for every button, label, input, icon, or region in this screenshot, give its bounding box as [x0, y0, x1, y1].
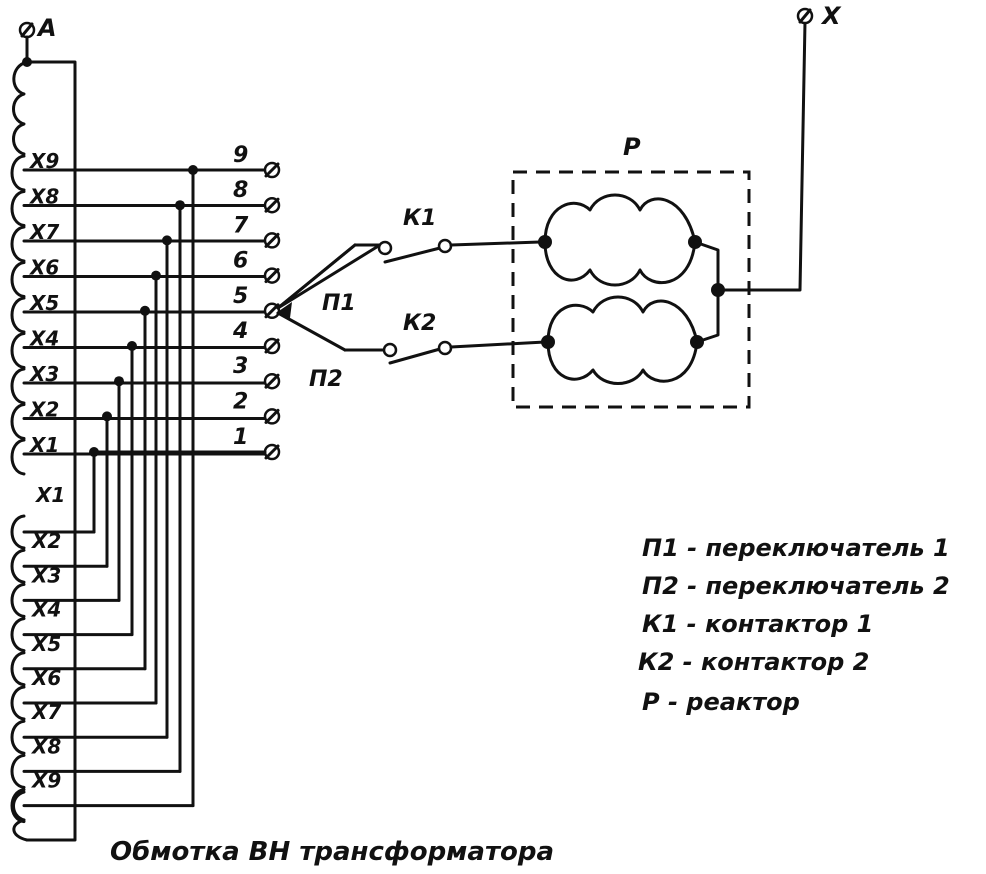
- legend: П1 - переключатель 1 П2 - переключатель …: [638, 534, 950, 716]
- lower-tap-label: X3: [30, 563, 61, 587]
- legend-item-r: Р - реактор: [642, 688, 800, 716]
- upper-tap-label: X3: [28, 362, 59, 386]
- p2-label: П2: [309, 367, 343, 392]
- lower-tap-label: X5: [30, 632, 61, 656]
- upper-tap-label: X2: [28, 398, 59, 422]
- lower-tap-label: X2: [30, 529, 61, 553]
- upper-tap-label: X6: [28, 256, 59, 280]
- contact-number: 7: [233, 213, 249, 238]
- contactors: К1 К2: [353, 206, 547, 365]
- k2-label: К2: [403, 311, 436, 336]
- lower-tap-label: X6: [30, 666, 61, 690]
- legend-item-k1: К1 - контактор 1: [642, 610, 873, 638]
- diagram-caption: Обмотка ВН трансформатора: [110, 837, 554, 867]
- legend-item-p2: П2 - переключатель 2: [642, 572, 950, 600]
- upper-tap-label: X1: [28, 433, 59, 457]
- lower-tap-label: X7: [30, 700, 61, 724]
- lower-tap-label: X4: [30, 598, 61, 622]
- terminal-a-label: A: [36, 14, 57, 42]
- reactor: Р: [511, 7, 814, 409]
- upper-tap-label: X7: [28, 220, 59, 244]
- selector-switches: П1 П2: [276, 243, 387, 392]
- p1-label: П1: [322, 291, 356, 316]
- contact-number: 5: [233, 284, 248, 309]
- contact-number: 8: [233, 178, 248, 203]
- lower-tap-label: X1: [34, 483, 65, 507]
- legend-item-k2: К2 - контактор 2: [638, 648, 869, 676]
- upper-tap-label: X8: [28, 185, 59, 209]
- upper-tap-label: X4: [28, 327, 59, 351]
- contact-number: 3: [233, 354, 248, 379]
- lower-tap-label: X8: [30, 734, 61, 758]
- upper-tap-label: X5: [28, 291, 59, 315]
- contact-number: 4: [232, 319, 248, 344]
- legend-item-p1: П1 - переключатель 1: [642, 534, 950, 562]
- contact-number: 6: [233, 249, 248, 274]
- tap-wires: [22, 161, 281, 808]
- contact-number: 9: [233, 143, 248, 168]
- contact-number: 1: [233, 425, 248, 450]
- k1-label: К1: [403, 206, 436, 231]
- contact-number: 2: [233, 389, 248, 414]
- terminal-x-label: X: [820, 2, 842, 30]
- reactor-label: Р: [623, 133, 641, 161]
- lower-tap-label: X9: [30, 769, 61, 793]
- hv-winding: [10, 21, 77, 842]
- upper-tap-label: X9: [28, 149, 59, 173]
